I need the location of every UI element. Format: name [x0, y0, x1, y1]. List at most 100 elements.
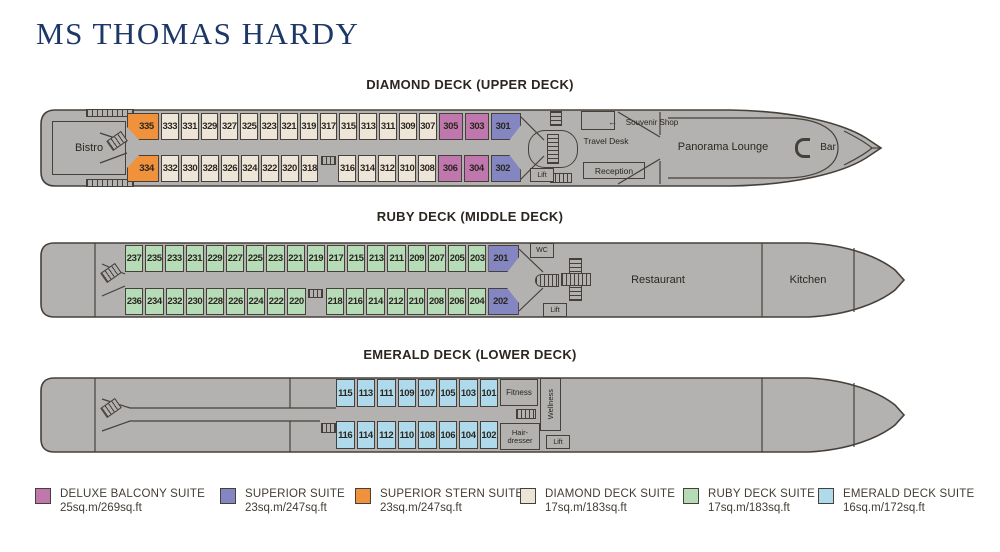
cabin: 226: [226, 288, 245, 315]
legend-size: 17sq.m/183sq.ft: [708, 502, 790, 514]
cabin: 319: [299, 113, 318, 140]
cabin: 317: [319, 113, 338, 140]
cabin: 303: [464, 113, 489, 140]
cabin: 103: [459, 379, 478, 407]
fitness-label: Fitness: [506, 388, 532, 397]
legend-name: RUBY DECK SUITE: [708, 488, 815, 500]
hairdresser-label: Hair-dresser: [507, 427, 533, 445]
cabin: 326: [220, 155, 239, 182]
stairs-icon: [535, 274, 559, 287]
cabin: 213: [367, 245, 386, 272]
bistro-label: Bistro: [74, 142, 104, 154]
emerald-hull-outline: [40, 377, 906, 453]
cabin: 304: [464, 155, 489, 182]
cabin: 204: [467, 288, 487, 315]
cabin: 323: [260, 113, 278, 140]
cabin: 237: [125, 245, 144, 272]
legend-name: SUPERIOR SUITE: [245, 488, 345, 500]
cabin: 331: [180, 113, 199, 140]
legend-swatch-ruby: [683, 488, 699, 504]
stairs-icon: [561, 273, 591, 286]
panorama-lounge-label: Panorama Lounge: [677, 141, 769, 153]
cabin: 309: [398, 113, 417, 140]
cabin: 229: [205, 245, 224, 272]
cabin: 333: [160, 113, 179, 140]
cabin: 203: [468, 245, 487, 272]
cabin: 115: [336, 379, 355, 407]
souvenir-shop-label: Souvenir Shop: [625, 118, 679, 127]
wc-box: WC: [530, 243, 554, 258]
cabin: 324: [240, 155, 259, 182]
cabin: 307: [418, 113, 437, 140]
cabin: 313: [359, 113, 378, 140]
fitness-box: Fitness: [500, 379, 538, 406]
cabin: 221: [286, 245, 305, 272]
cabin: 230: [185, 288, 205, 315]
cabin: 320: [280, 155, 299, 182]
souvenir-shop-box: [581, 111, 615, 130]
cabin: 222: [266, 288, 286, 315]
cabin: 231: [185, 245, 204, 272]
stairs-icon: [321, 423, 336, 433]
legend-swatch-emerald: [818, 488, 834, 504]
legend-item-ruby: RUBY DECK SUITE 17sq.m/183sq.ft: [683, 488, 815, 515]
cabin: 218: [325, 288, 345, 315]
cabin: 332: [161, 155, 180, 182]
travel-desk-label: Travel Desk: [583, 136, 629, 146]
cabin: 335: [127, 113, 159, 140]
legend-name: DIAMOND DECK SUITE: [545, 488, 676, 500]
cabin: 233: [165, 245, 184, 272]
cabin: 105: [438, 379, 457, 407]
cabin: 302: [490, 155, 521, 182]
kitchen-label: Kitchen: [789, 274, 827, 286]
cabin: 212: [386, 288, 405, 315]
stairs-icon: [550, 111, 562, 126]
cabin: 206: [447, 288, 466, 315]
cabin: 210: [406, 288, 426, 315]
cabin: 211: [387, 245, 406, 272]
cabin: 308: [418, 155, 436, 182]
reception-box: Reception: [583, 162, 645, 179]
legend-item-diamond: DIAMOND DECK SUITE 17sq.m/183sq.ft: [520, 488, 675, 515]
arrow-left-icon: ←: [608, 117, 617, 127]
legend-size: 16sq.m/172sq.ft: [843, 502, 925, 514]
cabin: 215: [347, 245, 366, 272]
cabin: 232: [165, 288, 184, 315]
ruby-deck-heading: RUBY DECK (MIDDLE DECK): [376, 209, 564, 224]
cabin: 216: [346, 288, 365, 315]
cabin: 214: [366, 288, 385, 315]
legend-size: 23sq.m/247sq.ft: [380, 502, 462, 514]
cabin: 111: [377, 379, 396, 407]
ship-title: MS THOMAS HARDY: [36, 16, 360, 51]
legend-size: 25sq.m/269sq.ft: [60, 502, 142, 514]
lift-label: Lift: [537, 171, 547, 179]
cabin: 101: [479, 379, 498, 407]
cabin: 223: [266, 245, 285, 272]
cabin: 315: [339, 113, 358, 140]
cabin: 208: [427, 288, 446, 315]
legend-name: DELUXE BALCONY SUITE: [60, 488, 206, 500]
legend-size: 17sq.m/183sq.ft: [545, 502, 627, 514]
cabin: 109: [397, 379, 416, 407]
bar-counter-icon: [795, 138, 810, 158]
cabin: 234: [145, 288, 164, 315]
cabin: 106: [438, 421, 457, 449]
legend-item-deluxe: DELUXE BALCONY SUITE 25sq.m/269sq.ft: [35, 488, 205, 515]
lounge-wall: [668, 117, 839, 179]
cabin: 312: [378, 155, 397, 182]
wellness-box: Wellness: [540, 378, 561, 431]
cabin: [320, 155, 336, 182]
cabin: 330: [181, 155, 199, 182]
cabin: 220: [287, 288, 306, 315]
cabin: 209: [407, 245, 426, 272]
cabin: 225: [246, 245, 265, 272]
cabin: [308, 288, 324, 315]
cabin: 219: [306, 245, 325, 272]
legend-item-superior: SUPERIOR SUITE 23sq.m/247sq.ft: [220, 488, 345, 515]
